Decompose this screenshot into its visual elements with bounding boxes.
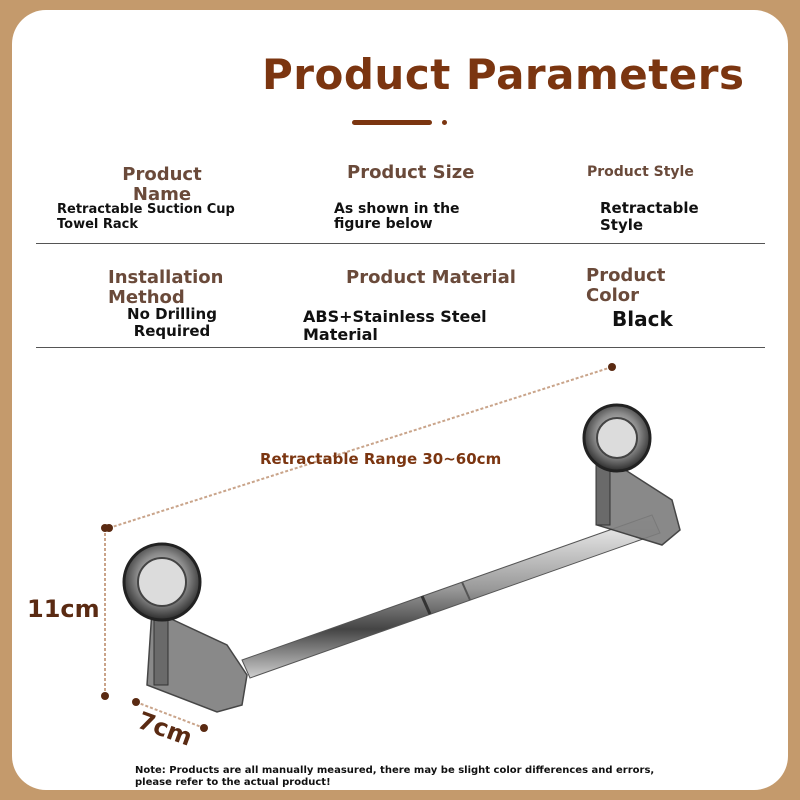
product-style-label: Product Style <box>587 164 694 180</box>
row-divider-2 <box>36 347 765 348</box>
product-color-label: Product Color <box>586 265 666 306</box>
measurement-note: Note: Products are all manually measured… <box>135 765 655 788</box>
towel-rack-illustration <box>101 363 681 732</box>
product-name-label: Product Name <box>122 164 202 205</box>
rod-joint-2 <box>461 581 471 601</box>
title-underline <box>352 120 432 125</box>
right-cup-knob <box>596 417 638 459</box>
height-endpoint-top <box>101 524 109 532</box>
range-dimension-line <box>108 366 613 529</box>
installation-method-label: Installation Method <box>108 267 224 308</box>
depth-endpoint-left <box>132 698 140 706</box>
depth-endpoint-right <box>200 724 208 732</box>
depth-dimension-line <box>135 701 205 729</box>
range-label: Retractable Range 30~60cm <box>260 450 502 468</box>
product-size-label: Product Size <box>347 162 475 183</box>
product-color-value: Black <box>612 307 673 331</box>
left-bracket <box>146 608 248 713</box>
product-style-value: Retractable Style <box>600 199 699 234</box>
product-name-value: Retractable Suction Cup Towel Rack <box>57 202 235 232</box>
left-cup-knob <box>137 557 187 607</box>
product-material-value: ABS+Stainless Steel Material <box>303 307 487 344</box>
size-diagram: Retractable Range 30~60cm 11cm 7cm <box>12 340 788 770</box>
towel-rod <box>241 514 661 679</box>
height-endpoint-bottom <box>101 692 109 700</box>
product-card: Product Parameters Product Name Retracta… <box>12 10 788 790</box>
installation-method-value: No Drilling Required <box>127 305 217 340</box>
product-size-value: As shown in the figure below <box>334 201 460 232</box>
product-material-label: Product Material <box>346 267 516 288</box>
title-dot <box>442 120 447 125</box>
page-title: Product Parameters <box>262 50 745 99</box>
rod-joint <box>420 595 432 615</box>
row-divider-1 <box>36 243 765 244</box>
height-label: 11cm <box>27 595 100 623</box>
range-endpoint-right <box>608 363 616 371</box>
